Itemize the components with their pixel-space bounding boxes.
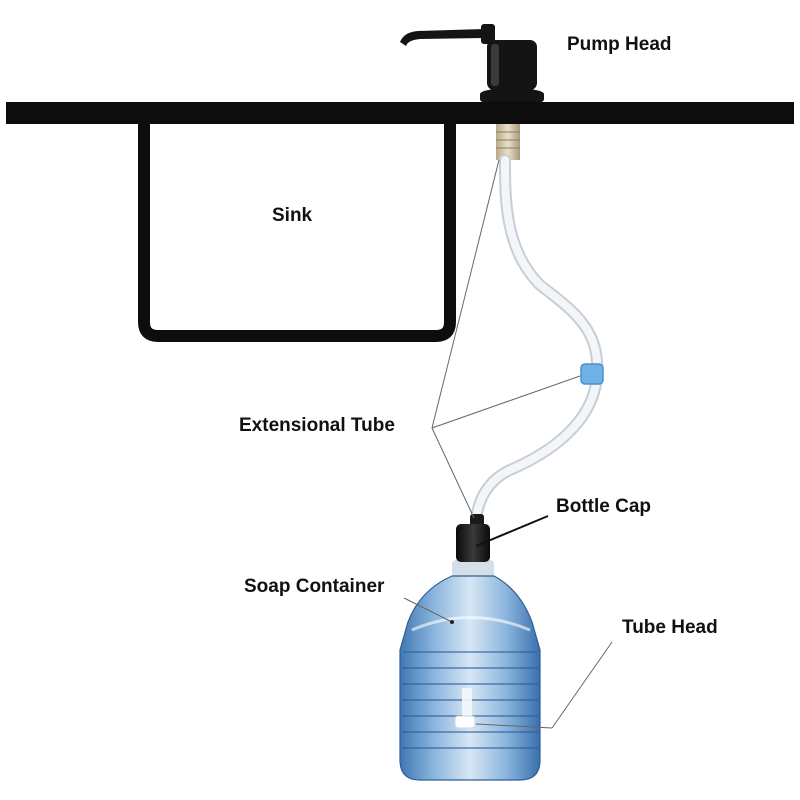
pump-stem bbox=[496, 124, 520, 160]
counter-top bbox=[6, 102, 794, 124]
extensional-tube-label: Extensional Tube bbox=[239, 415, 395, 436]
leader-line-tube-top bbox=[431, 159, 500, 429]
pump-head-label: Pump Head bbox=[567, 34, 672, 55]
bottle-cap bbox=[456, 514, 490, 562]
leader-line-soap-container bbox=[403, 597, 453, 623]
sink-label: Sink bbox=[272, 205, 313, 226]
bottle-cap-label: Bottle Cap bbox=[556, 496, 651, 517]
extensional-tube bbox=[470, 154, 604, 526]
soap-container-label: Soap Container bbox=[244, 576, 385, 597]
leader-line-tube-head bbox=[551, 641, 613, 729]
sink-basin bbox=[138, 118, 456, 342]
leader-line-tube-head-end bbox=[475, 723, 553, 729]
leader-lines bbox=[403, 159, 613, 729]
water-bottle-icon bbox=[399, 560, 541, 781]
leader-line-bottle-cap bbox=[475, 515, 549, 547]
tube-head-label: Tube Head bbox=[622, 617, 718, 638]
soap-pump-icon bbox=[400, 24, 544, 102]
tube-connector-icon bbox=[580, 363, 604, 385]
leader-line-tube-connector bbox=[431, 375, 581, 429]
leader-line-tube-bottom bbox=[431, 427, 475, 519]
